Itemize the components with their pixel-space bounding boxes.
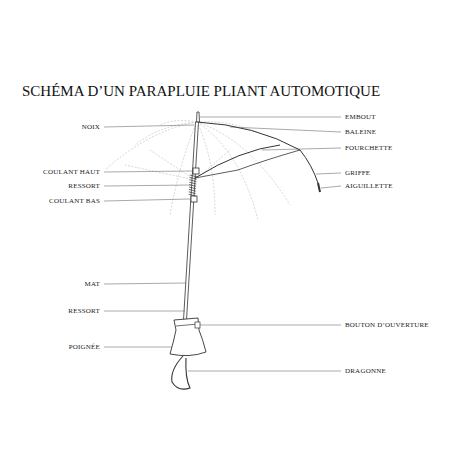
part-label: POIGNÉE [69,344,100,351]
part-label: NOIX [82,124,100,131]
part-label: BOUTON D’OUVERTURE [345,322,429,329]
part-label: DRAGONNE [345,368,386,375]
part-label: COULANT BAS [49,198,100,205]
part-label: RESSORT [68,308,100,315]
part-label: GRIFFE [345,170,370,177]
part-label: COULANT HAUT [43,169,100,176]
part-label: FOURCHETTE [345,145,393,152]
part-label: BALEINE [345,129,376,136]
part-label: RESSORT [68,183,100,190]
part-label: AIGUILLETTE [345,183,393,190]
part-label: EMBOUT [345,114,376,121]
diagram-title: SCHÉMA D’UN PARAPLUIE PLIANT AUTOMOTIQUE [22,84,380,99]
part-label: MAT [85,281,100,288]
